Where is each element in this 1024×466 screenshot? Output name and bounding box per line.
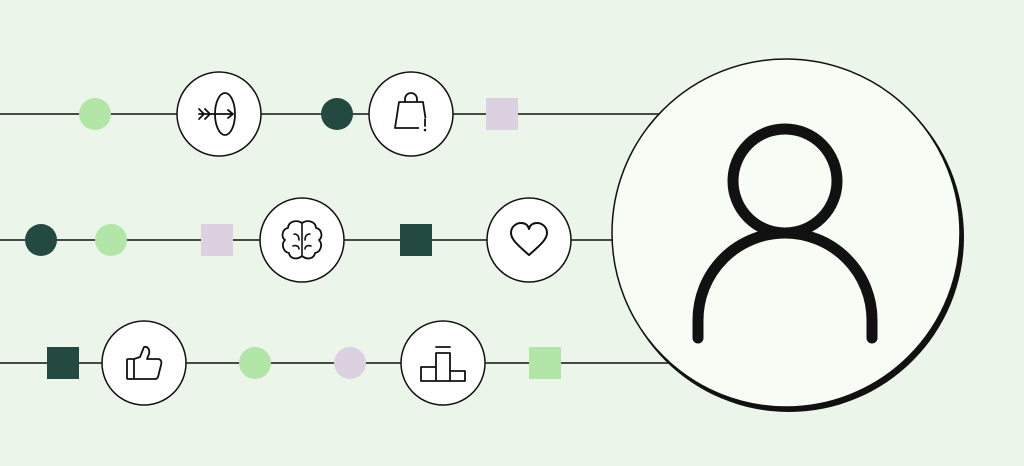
light-green-dot xyxy=(95,224,127,256)
light-green-dot xyxy=(79,98,111,130)
thumbs-up-icon xyxy=(101,320,187,406)
podium-icon xyxy=(400,320,486,406)
brain-icon xyxy=(259,197,345,283)
target-arrow-icon xyxy=(176,71,262,157)
lavender-square xyxy=(201,224,233,256)
lavender-dot xyxy=(334,347,366,379)
user-profile-icon xyxy=(611,58,964,412)
heart-icon xyxy=(486,197,572,283)
shopping-bag-alert-icon xyxy=(368,71,454,157)
dark-green-dot xyxy=(25,224,57,256)
dark-green-square xyxy=(400,224,432,256)
dark-green-square xyxy=(47,347,79,379)
dark-green-dot xyxy=(321,98,353,130)
light-green-square xyxy=(529,347,561,379)
light-green-dot xyxy=(239,347,271,379)
lavender-square xyxy=(486,98,518,130)
